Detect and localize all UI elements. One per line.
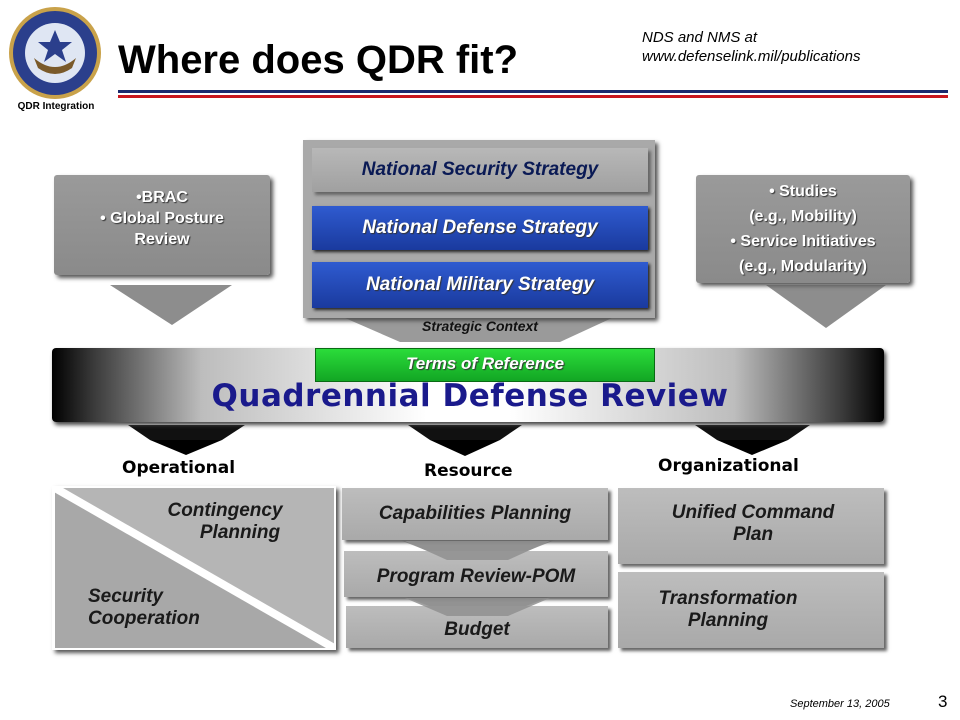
left-input-item-global-posture: • Global Posture [100,210,224,227]
security-cooperation-label: Security Cooperation [88,586,200,630]
nms-label: National Military Strategy [365,274,595,295]
reference-line-1: NDS and NMS at [642,29,758,46]
diagonal-divider [53,484,336,652]
transformation-planning-box: Transformation Planning [618,572,884,648]
organizational-heading: Organizational [658,456,799,476]
left-input-arrow [110,285,232,325]
right-input-item-studies: • Studies [769,183,837,200]
terms-of-reference-label: Terms of Reference [405,354,565,373]
operational-arrow-top [128,425,245,440]
nms-bar: National Military Strategy [312,262,648,308]
right-input-item-mobility: (e.g., Mobility) [749,208,857,225]
ucp-line-1: Unified Command [671,502,835,523]
security-line-1: Security [88,586,163,607]
qdr-title: Quadrennial Defense Review [211,378,729,414]
header-rule-red [118,95,948,98]
unified-command-plan-label: Unified Command Plan [618,502,888,546]
reference-note: NDS and NMS at www.defenselink.mil/publi… [642,28,952,66]
nds-bar: National Defense Strategy [312,206,648,250]
resource-heading: Resource [424,461,513,481]
budget-box: Budget [346,606,608,648]
resource-arrow-top [408,425,522,440]
transformation-line-1: Transformation [658,588,798,609]
left-input-item-review: Review [134,231,190,248]
program-review-box: Program Review-POM [344,551,608,597]
organizational-arrow [717,440,788,455]
nds-label: National Defense Strategy [362,217,598,238]
header-rule-blue [118,90,948,93]
nss-bar: National Security Strategy [312,148,648,192]
capabilities-planning-label: Capabilities Planning [378,503,572,524]
operational-arrow [150,440,222,455]
program-review-label: Program Review-POM [376,566,576,587]
left-input-item-brac: •BRAC [136,189,188,206]
right-input-arrow [766,285,886,328]
footer-date: September 13, 2005 [790,698,890,710]
contingency-planning-label: Contingency Planning [140,500,310,544]
strategic-context-funnel [345,318,612,342]
strategic-context-label: Strategic Context [422,318,538,334]
right-input-box: • Studies (e.g., Mobility) • Service Ini… [696,175,910,283]
right-input-item-modularity: (e.g., Modularity) [739,258,867,275]
contingency-line-2: Planning [199,522,281,543]
dod-seal-logo [9,7,101,99]
capabilities-planning-box: Capabilities Planning [342,488,608,540]
right-input-item-service-initiatives: • Service Initiatives [730,233,876,250]
page-title: Where does QDR fit? [118,38,519,82]
operational-heading: Operational [122,458,236,478]
page-number: 3 [938,692,948,711]
organizational-arrow-top [695,425,810,440]
ucp-line-2: Plan [732,524,774,545]
terms-of-reference-box: Terms of Reference [315,348,655,382]
nss-label: National Security Strategy [361,159,599,180]
reference-line-2: www.defenselink.mil/publications [642,48,861,65]
transformation-planning-label: Transformation Planning [618,588,838,632]
org-label: QDR Integration [17,101,95,112]
transformation-line-2: Planning [687,610,769,631]
unified-command-plan-box: Unified Command Plan [618,488,884,564]
resource-arrow [430,440,500,456]
security-line-2: Cooperation [88,608,200,629]
contingency-line-1: Contingency [167,500,283,521]
left-input-box: •BRAC • Global Posture Review [54,175,270,275]
budget-label: Budget [444,619,510,640]
